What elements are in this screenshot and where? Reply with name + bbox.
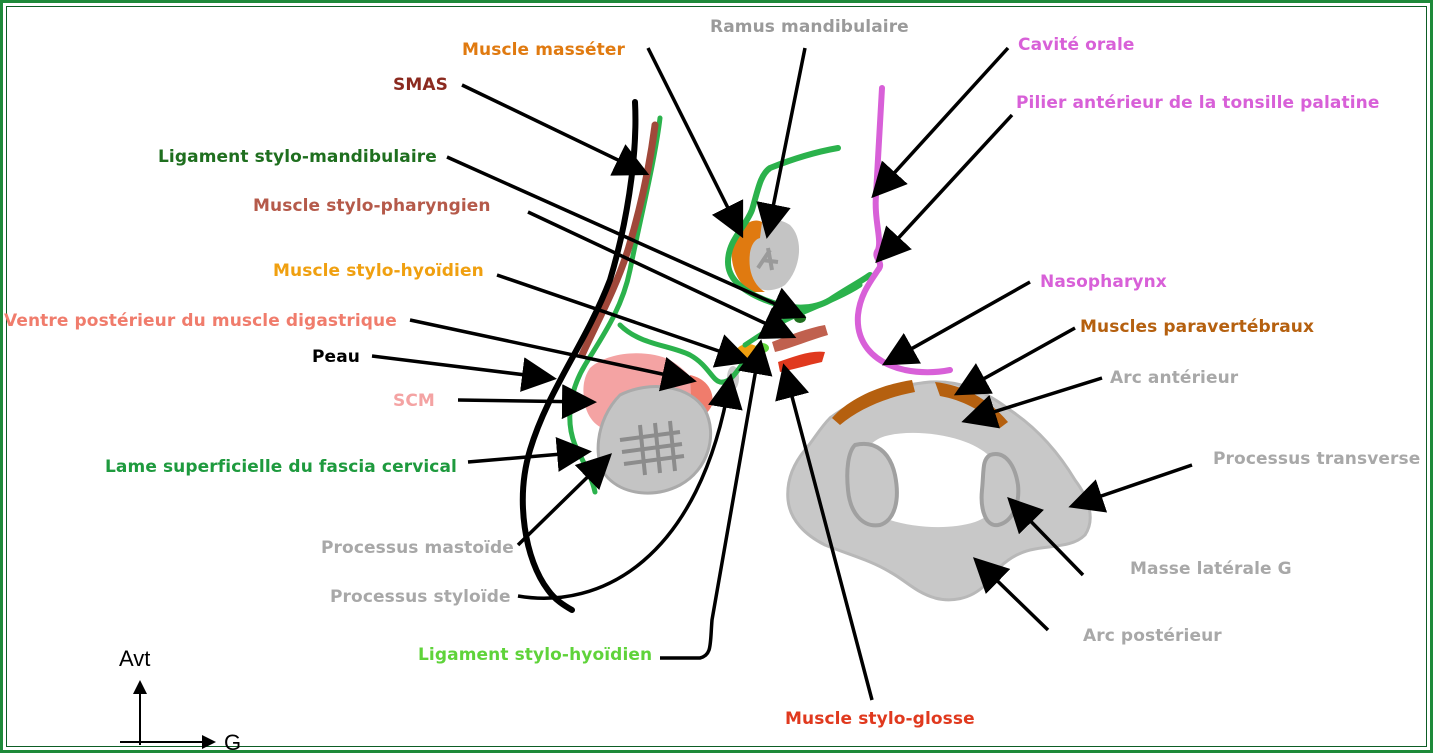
label-arc-posterieur: Arc postérieur — [1083, 626, 1222, 646]
lateral-mass-right — [847, 444, 897, 525]
label-smas: SMAS — [393, 75, 448, 95]
arrow-smas — [462, 85, 643, 172]
lateral-mass-left — [982, 454, 1019, 525]
label-ligament-stylo-mandibulaire: Ligament stylo-mandibulaire — [158, 147, 437, 167]
arrow-pilier — [880, 115, 1012, 258]
orientation-right-arrowhead — [202, 735, 216, 749]
label-muscle-stylo-glosse: Muscle stylo-glosse — [785, 709, 975, 729]
arrow-nasopharynx — [888, 282, 1030, 362]
arrow-ramus — [768, 48, 805, 232]
arrow-processus-transverse — [1075, 465, 1192, 505]
label-processus-mastoide: Processus mastoïde — [321, 538, 514, 558]
arrow-paravertebraux — [960, 328, 1075, 392]
label-ramus-mandibulaire: Ramus mandibulaire — [710, 17, 909, 37]
mastoid-process — [598, 387, 711, 493]
label-scm: SCM — [393, 391, 435, 411]
label-pilier-anterieur: Pilier antérieur de la tonsille palatine — [1016, 93, 1379, 113]
orientation-right-label: G — [224, 730, 241, 753]
orientation-indicator: Avt G — [119, 646, 241, 753]
label-muscle-masseter: Muscle masséter — [462, 40, 625, 60]
stylo-hyoid-ligament — [755, 343, 769, 353]
label-peau: Peau — [312, 347, 360, 367]
label-muscles-paravertebraux: Muscles paravertébraux — [1080, 317, 1314, 337]
label-processus-styloide: Processus styloïde — [330, 587, 511, 607]
label-processus-transverse: Processus transverse — [1213, 449, 1420, 469]
arrow-mastoide — [518, 458, 607, 545]
arrow-peau — [372, 356, 550, 378]
label-arc-anterieur: Arc antérieur — [1110, 368, 1239, 388]
label-ligament-stylo-hyoidien: Ligament stylo-hyoïdien — [418, 645, 652, 665]
label-muscle-stylo-hyoidien: Muscle stylo-hyoïdien — [273, 261, 484, 281]
label-lame-superficielle: Lame superficielle du fascia cervical — [105, 457, 457, 477]
arrow-digastrique — [410, 320, 690, 380]
label-muscle-stylo-pharyngien: Muscle stylo-pharyngien — [253, 196, 491, 216]
label-ventre-posterieur-digastrique: Ventre postérieur du muscle digastrique — [4, 311, 397, 331]
arrow-arc-posterieur — [978, 562, 1048, 630]
orientation-up-label: Avt — [119, 646, 150, 671]
arrow-scm — [458, 400, 590, 402]
orientation-up-arrowhead — [133, 680, 147, 694]
atlas-vertebra — [788, 382, 1090, 600]
arrow-masseter — [648, 48, 740, 232]
label-cavite-orale: Cavité orale — [1018, 35, 1135, 55]
stylo-glossus-muscle — [778, 352, 825, 372]
label-nasopharynx: Nasopharynx — [1040, 272, 1167, 292]
label-masse-laterale: Masse latérale G — [1130, 559, 1292, 579]
arrow-cavite-orale — [876, 48, 1008, 193]
